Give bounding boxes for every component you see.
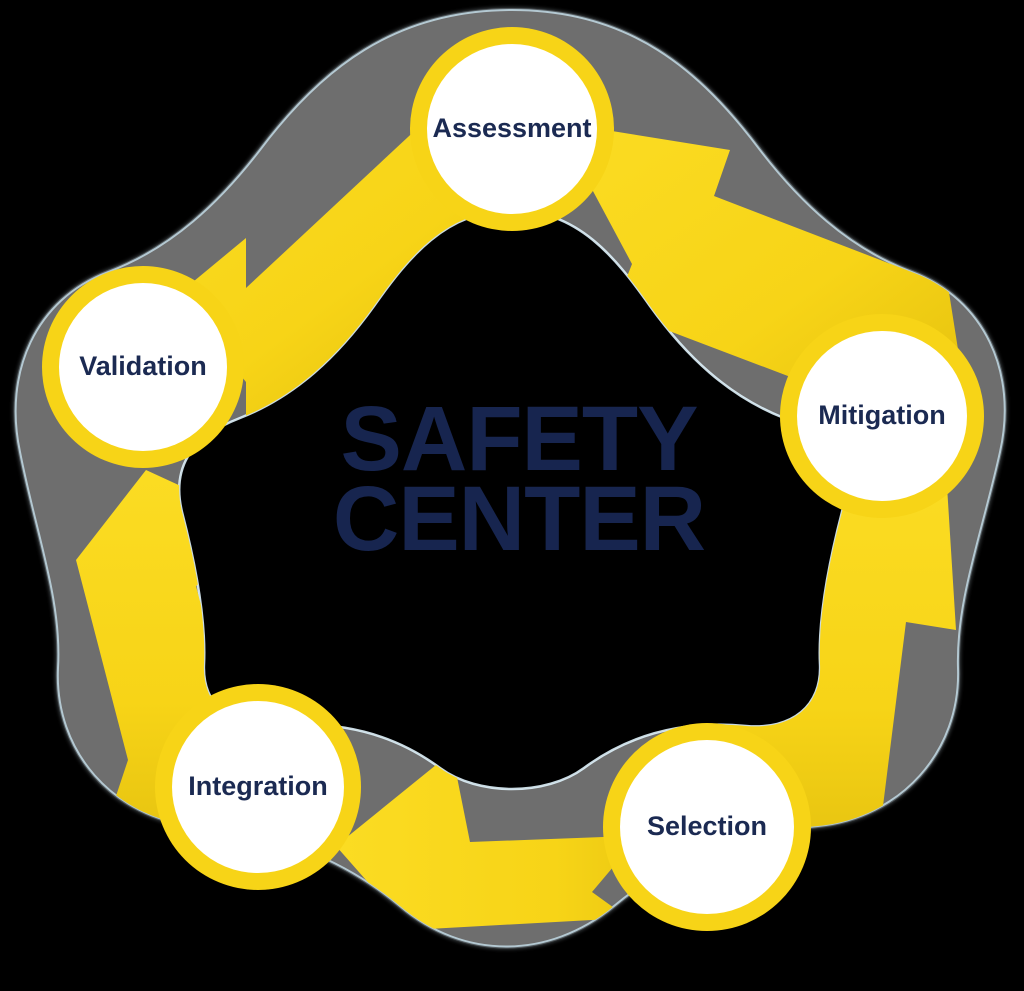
node-mitigation-face xyxy=(797,331,967,501)
center-title: SAFETY CENTER xyxy=(333,388,706,570)
center-title-line-1: SAFETY xyxy=(341,388,698,490)
arrow-integration-to-validation[interactable] xyxy=(76,470,296,844)
node-mitigation[interactable]: Mitigation xyxy=(780,314,984,518)
node-integration[interactable]: Integration xyxy=(155,684,361,890)
process-nodes-group: Assessment Mitigation Selection Integrat… xyxy=(42,27,984,931)
node-assessment[interactable]: Assessment xyxy=(410,27,614,231)
node-assessment-face xyxy=(427,44,597,214)
node-selection-label: Selection xyxy=(647,811,767,841)
node-validation-face xyxy=(59,283,227,451)
node-selection-face xyxy=(620,740,794,914)
node-mitigation-label: Mitigation xyxy=(818,400,945,430)
node-integration-label: Integration xyxy=(188,771,328,801)
node-assessment-label: Assessment xyxy=(432,113,591,143)
node-validation-label: Validation xyxy=(79,351,207,381)
node-integration-face xyxy=(172,701,344,873)
node-selection[interactable]: Selection xyxy=(603,723,811,931)
center-title-line-2: CENTER xyxy=(333,468,705,570)
node-validation[interactable]: Validation xyxy=(42,266,244,468)
arrow-selection-to-integration[interactable] xyxy=(336,752,690,930)
